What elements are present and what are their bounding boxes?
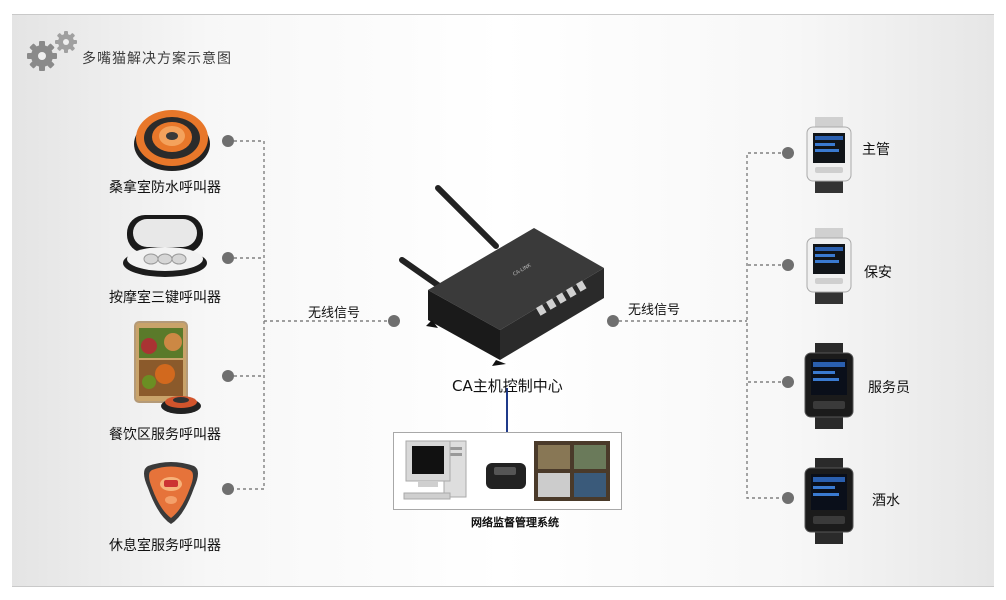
dining-service-caller-image	[134, 321, 201, 414]
hub-label: CA主机控制中心	[452, 377, 563, 395]
caller-label-lounge: 休息室服务呼叫器	[109, 538, 221, 554]
caller-label-massage: 按摩室三键呼叫器	[109, 290, 221, 306]
monitoring-system-image	[403, 440, 610, 501]
connector-dot-receiver-4	[782, 492, 794, 504]
receiver-label-waiter: 服务员	[868, 380, 910, 396]
connector-dot-caller-1	[222, 135, 234, 147]
caller-label-dining: 餐饮区服务呼叫器	[109, 427, 221, 443]
receiver-label-security: 保安	[864, 265, 892, 281]
caller-label-sauna: 桑拿室防水呼叫器	[109, 180, 221, 196]
monitoring-system-caption: 网络监督管理系统	[471, 516, 559, 529]
connector-dot-hub-right	[607, 315, 619, 327]
wireless-signal-label-right: 无线信号	[628, 303, 681, 318]
connector-dot-hub-left	[388, 315, 400, 327]
connector-dot-receiver-1	[782, 147, 794, 159]
receiver-label-beverage: 酒水	[872, 493, 900, 509]
lounge-service-caller-image	[144, 462, 198, 524]
page-title: 多嘴猫解决方案示意图	[82, 51, 232, 67]
receiver-label-supervisor: 主管	[862, 142, 890, 158]
beverage-watch-image	[804, 458, 854, 544]
gear-icon	[27, 31, 77, 71]
sauna-waterproof-caller-image	[134, 110, 210, 171]
monitoring-system-image-box	[393, 432, 622, 510]
wireless-signal-label-left: 无线信号	[308, 306, 361, 321]
supervisor-watch-image	[806, 117, 852, 193]
connector-dot-caller-2	[222, 252, 234, 264]
massage-three-key-caller-image	[123, 215, 207, 277]
connector-dot-caller-3	[222, 370, 234, 382]
security-watch-image	[806, 228, 852, 304]
connector-dot-receiver-3	[782, 376, 794, 388]
ca-host-control-center-image: CA-LINK	[399, 185, 604, 366]
connector-dot-receiver-2	[782, 259, 794, 271]
connector-dot-caller-4	[222, 483, 234, 495]
waiter-watch-image	[804, 343, 854, 429]
